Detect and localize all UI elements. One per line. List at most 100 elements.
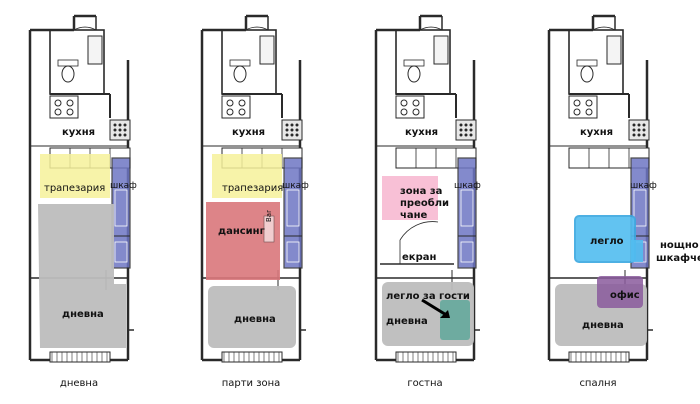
toilet-tank	[57, 59, 79, 67]
screen-label: екран	[402, 252, 437, 263]
nightstand	[631, 240, 643, 262]
drain-dot	[285, 123, 289, 127]
cooktop-counter	[221, 95, 251, 119]
drain-dot	[642, 128, 646, 132]
office-zone	[597, 276, 643, 308]
drain-dot	[469, 128, 473, 132]
bathtub	[87, 35, 103, 65]
door-swing	[399, 221, 439, 241]
bed	[574, 215, 636, 263]
dining-zone	[212, 154, 282, 198]
wardrobe-label: шкаф	[454, 181, 481, 191]
bar-label: Bar	[265, 210, 273, 222]
window	[395, 351, 457, 363]
wardrobe	[283, 157, 303, 269]
kitchen-label: кухня	[62, 127, 96, 138]
burner	[585, 99, 593, 107]
drain-dot	[459, 128, 463, 132]
burner	[54, 99, 62, 107]
burner	[573, 108, 581, 116]
burner	[238, 99, 246, 107]
drain-dot	[285, 128, 289, 132]
drain-dot	[637, 128, 641, 132]
changing-zone	[382, 176, 438, 220]
drain-dot	[464, 133, 468, 137]
nightstand-label-1: нощно	[660, 240, 699, 251]
arrow-head	[440, 310, 450, 318]
wardrobe-label: шкаф	[282, 181, 309, 191]
toilet	[407, 65, 421, 83]
guest-bed	[440, 300, 470, 340]
drain-dot	[469, 123, 473, 127]
plan-caption: спалня	[579, 378, 617, 389]
toilet-tank	[576, 59, 598, 67]
drain-dot	[469, 133, 473, 137]
drain-dot	[637, 123, 641, 127]
changing-zone-label-2: преобли	[400, 198, 450, 209]
toilet-tank	[229, 59, 251, 67]
wardrobe-label: шкаф	[630, 181, 657, 191]
wardrobe-inner	[286, 241, 300, 263]
drain-dot	[459, 123, 463, 127]
drain-dot	[118, 123, 122, 127]
kitchen-label: кухня	[580, 127, 614, 138]
window	[221, 351, 283, 363]
burner	[412, 108, 420, 116]
floor-plan-3	[374, 14, 480, 363]
drain-dot	[113, 128, 117, 132]
kitchen-label: кухня	[232, 127, 266, 138]
drain-dot	[637, 133, 641, 137]
dining-zone-label: трапезария	[44, 183, 106, 194]
drain-dot	[113, 123, 117, 127]
wardrobe-label: шкаф	[110, 181, 137, 191]
cooktop-counter	[49, 95, 79, 119]
wardrobe-inner	[114, 241, 128, 263]
nightstand-label-2: шкафче	[656, 253, 700, 264]
wardrobe	[457, 157, 477, 269]
toilet-tank	[403, 59, 425, 67]
living-zone-label: дневна	[582, 320, 624, 331]
drain-dot	[632, 128, 636, 132]
drain-dot	[295, 123, 299, 127]
drain-dot	[642, 133, 646, 137]
toilet	[61, 65, 75, 83]
bathtub	[606, 35, 622, 65]
drain-dot	[285, 133, 289, 137]
office-label: офис	[610, 290, 640, 301]
drain-dot	[290, 133, 294, 137]
drain-dot	[295, 133, 299, 137]
drain-dot	[118, 133, 122, 137]
living-zone-label: дневна	[234, 314, 276, 325]
drain-dot	[459, 133, 463, 137]
plan-caption: гостна	[407, 378, 443, 389]
burner	[585, 108, 593, 116]
burner	[400, 108, 408, 116]
bathtub	[259, 35, 275, 65]
drain-dot	[113, 133, 117, 137]
living-zone-label: дневна	[62, 309, 104, 320]
drain-dot	[123, 128, 127, 132]
floor-plan-1	[28, 14, 134, 363]
cooktop-counter	[395, 95, 425, 119]
floor-plan-2	[200, 14, 306, 363]
plan-caption: дневна	[59, 378, 99, 389]
bar-counter	[263, 215, 275, 243]
changing-zone-label-1: зона за	[400, 186, 443, 197]
drain-dot	[118, 128, 122, 132]
drain-dot	[290, 123, 294, 127]
wardrobe-inner	[286, 189, 300, 227]
changing-zone-label-3: чане	[400, 210, 428, 221]
living-zone	[38, 204, 126, 348]
wardrobe-inner	[633, 189, 647, 227]
toilet	[580, 65, 594, 83]
drain-dot	[642, 123, 646, 127]
burner	[54, 108, 62, 116]
burner	[226, 108, 234, 116]
wardrobe-inner	[460, 189, 474, 227]
burner	[400, 99, 408, 107]
wardrobe-inner	[460, 241, 474, 263]
bathtub	[433, 35, 449, 65]
burner	[238, 108, 246, 116]
floor-plan-4	[547, 14, 653, 363]
